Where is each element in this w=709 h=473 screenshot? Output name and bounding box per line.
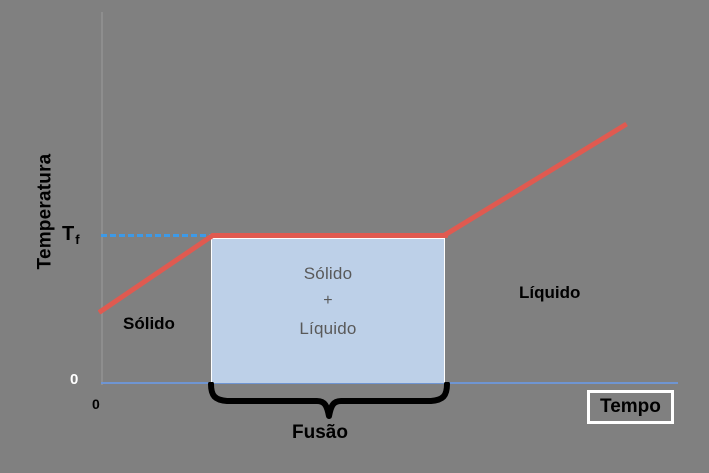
region-label-solido-mixed: Sólido bbox=[303, 264, 353, 283]
y-origin-label: 0 bbox=[70, 371, 79, 388]
tf-tick-label: Tf bbox=[62, 223, 80, 247]
curve-segment-liquid-heating bbox=[442, 121, 628, 238]
brace-label-fusao: Fusão bbox=[292, 422, 348, 443]
y-axis-title: Temperatura bbox=[34, 153, 56, 270]
x-axis-title-box: Tempo bbox=[587, 390, 674, 424]
tf-subscript: f bbox=[75, 232, 80, 247]
region-label-liquido-mixed: Líquido bbox=[299, 319, 357, 338]
phase-change-region: Sólido + Líquido bbox=[211, 238, 445, 383]
y-axis-line bbox=[101, 12, 103, 385]
region-label-plus: + bbox=[323, 292, 333, 309]
tf-guide-dashed-line bbox=[101, 234, 215, 237]
curve-segment-solid-heating bbox=[97, 233, 215, 315]
region-label-solido: Sólido bbox=[123, 314, 175, 333]
x-origin-label: 0 bbox=[92, 396, 100, 412]
curve-segment-melting-plateau bbox=[211, 233, 448, 238]
region-label-liquido: Líquido bbox=[519, 283, 581, 302]
fusao-brace-icon bbox=[208, 382, 450, 419]
